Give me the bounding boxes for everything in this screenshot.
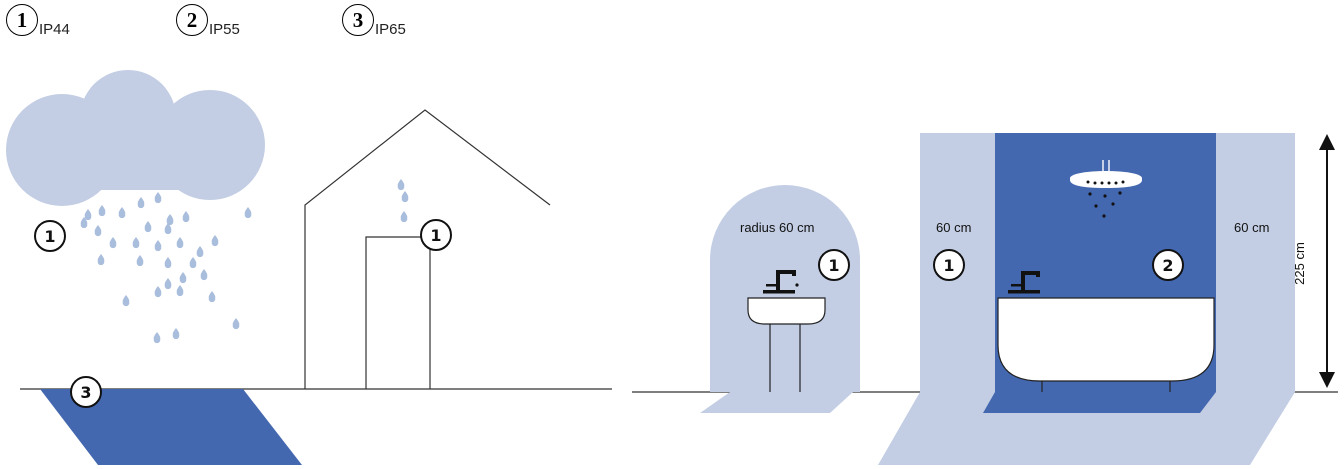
rain-drop — [118, 207, 126, 219]
rain-drop — [132, 237, 140, 249]
ground-zone — [40, 389, 302, 465]
legend-rating-1: IP44 — [39, 21, 70, 38]
rain-drop — [153, 332, 161, 344]
rain-drop — [137, 197, 145, 209]
rain-drop — [122, 295, 130, 307]
legend-number-1: 1 — [6, 4, 38, 36]
rain-drop — [200, 269, 208, 281]
rain-drop — [232, 318, 240, 330]
rain-drop — [189, 257, 197, 269]
basin-zone — [710, 185, 860, 392]
rain-drop — [172, 328, 180, 340]
house-drops — [397, 179, 409, 223]
rain-drop — [179, 272, 187, 284]
rain-drop — [208, 291, 216, 303]
rain-drop — [97, 254, 105, 266]
rain-drop — [164, 223, 172, 235]
rain-drop — [400, 211, 408, 223]
rain-drops — [80, 192, 252, 344]
rain-drop — [144, 221, 152, 233]
rain-drop — [80, 217, 88, 229]
legend-number-3: 3 — [342, 4, 374, 36]
house — [304, 109, 551, 389]
basin-faucet-icon — [763, 270, 799, 294]
washbasin — [747, 297, 826, 392]
rain-drop — [164, 257, 172, 269]
ground-zone-badge: 3 — [70, 376, 102, 408]
rain-drop — [94, 225, 102, 237]
rain-drop — [176, 285, 184, 297]
bath-feet — [1041, 381, 1171, 392]
cloud — [6, 70, 265, 206]
bath-zone-badge: 2 — [1152, 249, 1184, 281]
shower-head-icon — [1070, 160, 1142, 218]
basin-floor-zone — [700, 392, 853, 413]
rain-drop — [109, 237, 117, 249]
rain-zone-badge: 1 — [34, 220, 66, 252]
house-door-badge: 1 — [420, 219, 452, 251]
rain-drop — [397, 179, 405, 191]
bathtub — [997, 297, 1215, 382]
legend-number-2: 2 — [176, 4, 208, 36]
legend-item-3: 3 IP65 — [342, 4, 406, 38]
legend-item-1: 1 IP44 — [6, 4, 70, 38]
rain-drop — [84, 209, 92, 221]
rain-drop — [154, 192, 162, 204]
height-arrow — [1319, 134, 1335, 388]
rain-drop — [154, 240, 162, 252]
rain-drop — [401, 191, 409, 203]
rain-drop — [244, 207, 252, 219]
rain-drop — [98, 205, 106, 217]
rain-drop — [166, 214, 174, 226]
right-margin-label: 60 cm — [1234, 220, 1270, 235]
bath-faucet-icon — [1008, 271, 1040, 294]
basin-radius-label: radius 60 cm — [740, 220, 815, 235]
rain-drop — [136, 255, 144, 267]
rain-drop — [196, 246, 204, 258]
rain-drop — [176, 237, 184, 249]
rain-drop — [164, 278, 172, 290]
legend-rating-2: IP55 — [209, 21, 240, 38]
rain-drop — [211, 235, 219, 247]
legend-rating-3: IP65 — [375, 21, 406, 38]
left-zone-badge: 1 — [933, 249, 965, 281]
basin-zone-badge: 1 — [818, 249, 850, 281]
height-label: 225 cm — [1291, 242, 1307, 285]
rain-drop — [154, 286, 162, 298]
bath-floor-inner-zone — [983, 392, 1216, 413]
rain-drop — [182, 211, 190, 223]
left-margin-label: 60 cm — [936, 220, 972, 235]
legend-item-2: 2 IP55 — [176, 4, 240, 38]
